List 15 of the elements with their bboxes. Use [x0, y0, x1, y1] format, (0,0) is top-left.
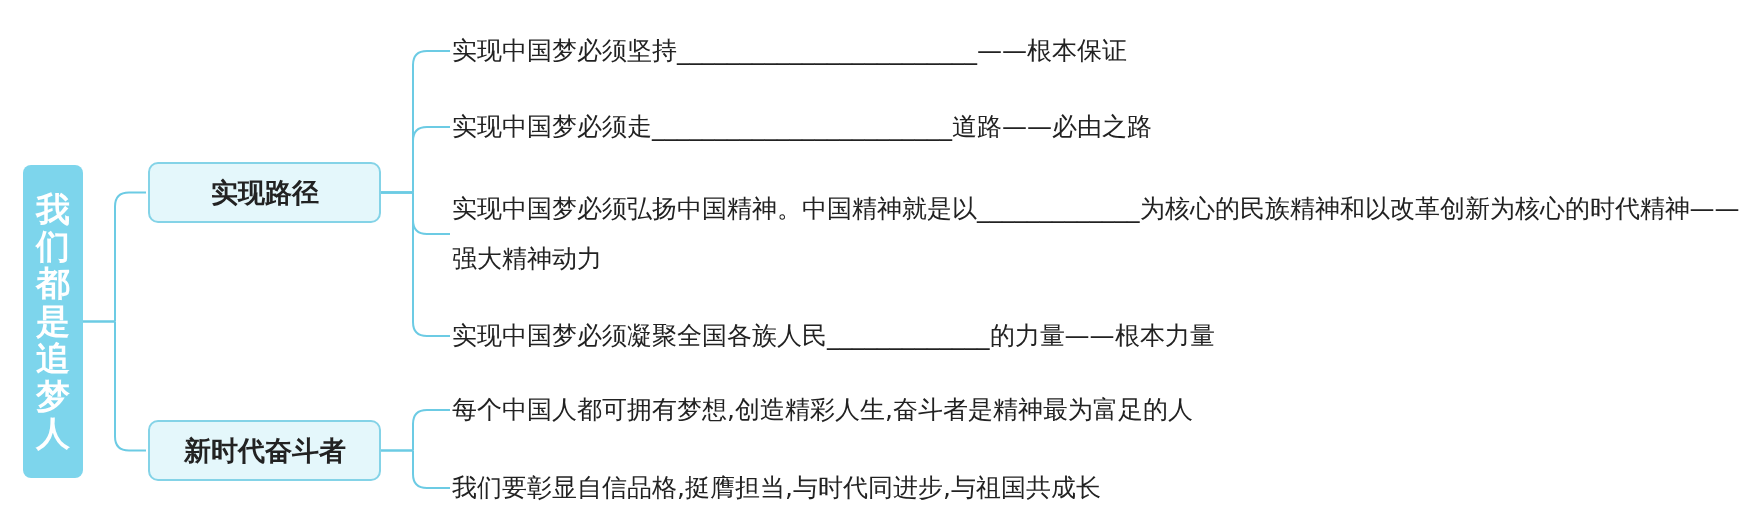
leaf-text: 实现中国梦必须凝聚全国各族人民_____________的力量——根本力量 — [452, 311, 1452, 361]
topic-box — [23, 165, 83, 478]
leaf-text: 我们要彰显自信品格,挺膺担当,与时代同进步,与祖国共成长 — [452, 463, 1452, 513]
branch-box — [148, 420, 381, 481]
leaf-text: 实现中国梦必须走________________________道路——必由之路 — [452, 102, 1352, 152]
branch-box — [148, 162, 381, 223]
connector-line — [380, 191, 451, 337]
branch-title: 实现路径 — [210, 175, 319, 210]
leaf-text: 实现中国梦必须坚持________________________——根本保证 — [452, 26, 1352, 76]
topic-title: 我们都是追梦人 — [36, 190, 70, 453]
leaf-text: 实现中国梦必须弘扬中国精神。中国精神就是以_____________为核心的民族精神和以改革创新为核心的时代精神——强大精神动力 — [452, 184, 1752, 284]
connector-line — [380, 449, 451, 489]
connector-line — [82, 320, 147, 452]
branch-title: 新时代奋斗者 — [183, 433, 346, 468]
leaf-text: 每个中国人都可拥有梦想,创造精彩人生,奋斗者是精神最为富足的人 — [452, 385, 1452, 435]
